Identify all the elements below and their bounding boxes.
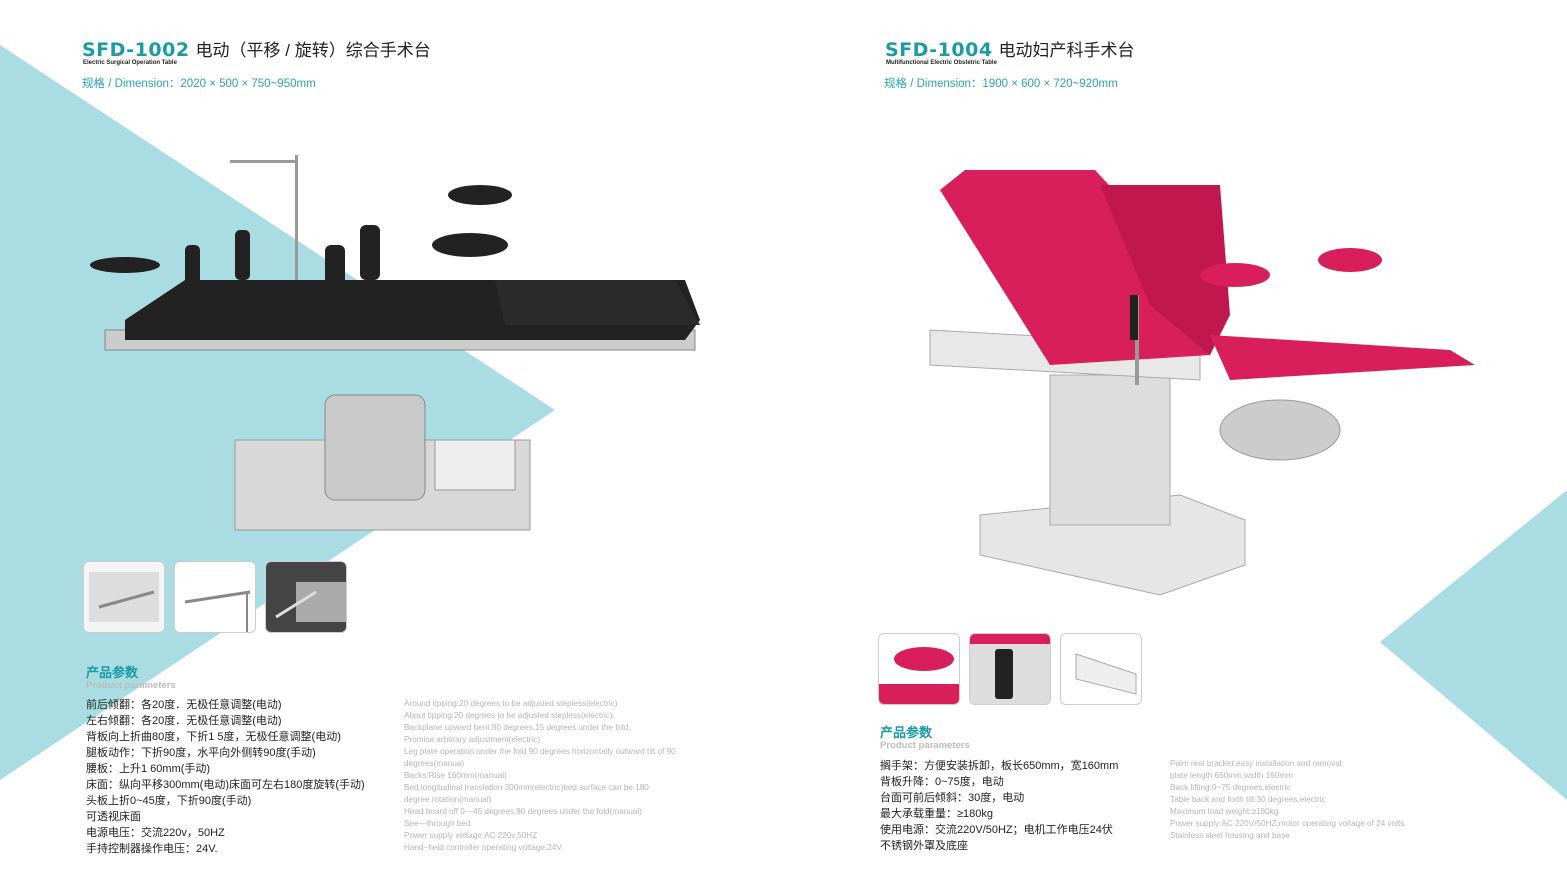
param-line-en: Power supply voltage:AC 220v,50HZ <box>404 831 538 840</box>
left-thumbnail-1[interactable] <box>83 561 165 633</box>
right-thumbnail-3[interactable] <box>1060 633 1142 705</box>
param-line: 前后倾翻：各20度．无极任意调整(电动) <box>86 699 282 711</box>
param-line-en: Promise arbitrary adjustment(electric) <box>404 735 541 744</box>
param-line-en: Hand−held controller operating voltage:2… <box>404 843 564 852</box>
left-thumbnail-2[interactable] <box>174 561 256 633</box>
left-thumbnail-3[interactable] <box>265 561 347 633</box>
param-line-en: See—through bed <box>404 819 471 828</box>
param-line-en: Back lifting:0~75 degrees,electric <box>1170 783 1291 792</box>
param-line-en: Head board off 0—45 degrees,90 degrees u… <box>404 807 642 816</box>
param-line-en: Bed:longitudinal translation 300mm(elect… <box>404 783 649 792</box>
left-title-cn: 电动（平移 / 旋转）综合手术台 <box>195 41 431 60</box>
param-line: 手持控制器操作电压：24V. <box>86 843 218 855</box>
param-line: 左右倾翻：各20度．无极任意调整(电动) <box>86 715 282 727</box>
right-dimension: 规格 / Dimension：1900 × 600 × 720~920mm <box>884 78 1118 90</box>
left-params-en: Around tipping:20 degrees to be adjusted… <box>404 698 676 854</box>
right-background-triangle <box>1380 490 1567 800</box>
param-line: 背板向上折曲80度，下折1 5度，无极任意调整(电动) <box>86 731 341 743</box>
param-line-en: Stainless steel housing and base <box>1170 831 1290 840</box>
param-line-en: Backs:Rise 160mm(manual) <box>404 771 507 780</box>
right-title-cn: 电动妇产科手术台 <box>998 41 1135 60</box>
param-line: 可透视床面 <box>86 811 141 823</box>
param-line: 床面：纵向平移300mm(电动)床面可左右180度旋转(手动) <box>86 779 365 791</box>
right-params-cn: 搁手架：方便安装拆卸，板长650mm，宽160mm 背板升降：0~75度，电动 … <box>880 758 1118 854</box>
right-model: SFD-1004 <box>885 39 993 61</box>
param-line-en: About tipping:20 degrees to be adjusted … <box>404 711 615 720</box>
left-model: SFD-1002 <box>82 39 190 61</box>
right-params-en: Palm rest bracket:easy installation and … <box>1170 758 1404 842</box>
param-line: 头板上折0~45度，下折90度(手动) <box>86 795 252 807</box>
param-line: 电源电压：交流220v，50HZ <box>86 827 225 839</box>
left-title-en: Electric Surgical Operation Table <box>83 60 177 66</box>
param-line-en: Power supply:AC 220V/50HZ,motor operatin… <box>1170 819 1405 828</box>
right-title: SFD-1004 电动妇产科手术台 <box>885 36 1135 61</box>
param-line: 背板升降：0~75度，电动 <box>880 776 1004 788</box>
param-line: 使用电源：交流220V/50HZ；电机工作电压24伏 <box>880 824 1113 836</box>
param-line-en: plate length 650mm,width 160mm <box>1170 771 1293 780</box>
param-line: 台面可前后倾斜：30度，电动 <box>880 792 1025 804</box>
right-thumbnail-2[interactable] <box>969 633 1051 705</box>
param-line-en: Around tipping:20 degrees to be adjusted… <box>404 699 618 708</box>
param-line: 腿板动作：下折90度，水平向外侧转90度(手动) <box>86 747 316 759</box>
surgical-table-image <box>90 155 700 531</box>
right-thumbnail-1[interactable] <box>878 633 960 705</box>
right-title-en: Multifunctional Electric Obstetric Table <box>886 60 997 66</box>
param-line-en: Table back and forth tilt:30 degrees,ele… <box>1170 795 1326 804</box>
left-title: SFD-1002 电动（平移 / 旋转）综合手术台 <box>82 36 431 61</box>
left-dimension: 规格 / Dimension：2020 × 500 × 750~950mm <box>82 78 316 90</box>
right-section-title: 产品参数 <box>880 725 933 740</box>
left-params-cn: 前后倾翻：各20度．无极任意调整(电动) 左右倾翻：各20度．无极任意调整(电动… <box>86 697 365 857</box>
param-line-en: degrees(manua) <box>404 759 465 768</box>
left-section-subtitle: Product parameters <box>86 680 176 691</box>
param-line-en: Maximum load weight:≥180kg <box>1170 807 1279 816</box>
param-line-en: Palm rest bracket:easy installation and … <box>1170 759 1344 768</box>
right-section-subtitle: Product parameters <box>880 740 970 751</box>
param-line: 不锈钢外罩及底座 <box>880 840 968 852</box>
param-line-en: degree rotation(manual) <box>404 795 492 804</box>
left-section-title: 产品参数 <box>86 665 139 680</box>
param-line: 搁手架：方便安装拆卸，板长650mm，宽160mm <box>880 760 1119 772</box>
param-line-en: Backplane upward bent 80 degrees,15 degr… <box>404 723 631 732</box>
param-line: 腰板：上升1 60mm(手动) <box>86 763 211 775</box>
obstetric-table-image <box>929 170 1475 596</box>
param-line-en: Leg plate operation:under the fold 90 de… <box>404 747 676 756</box>
param-line: 最大承载重量：≥180kg <box>880 808 994 820</box>
